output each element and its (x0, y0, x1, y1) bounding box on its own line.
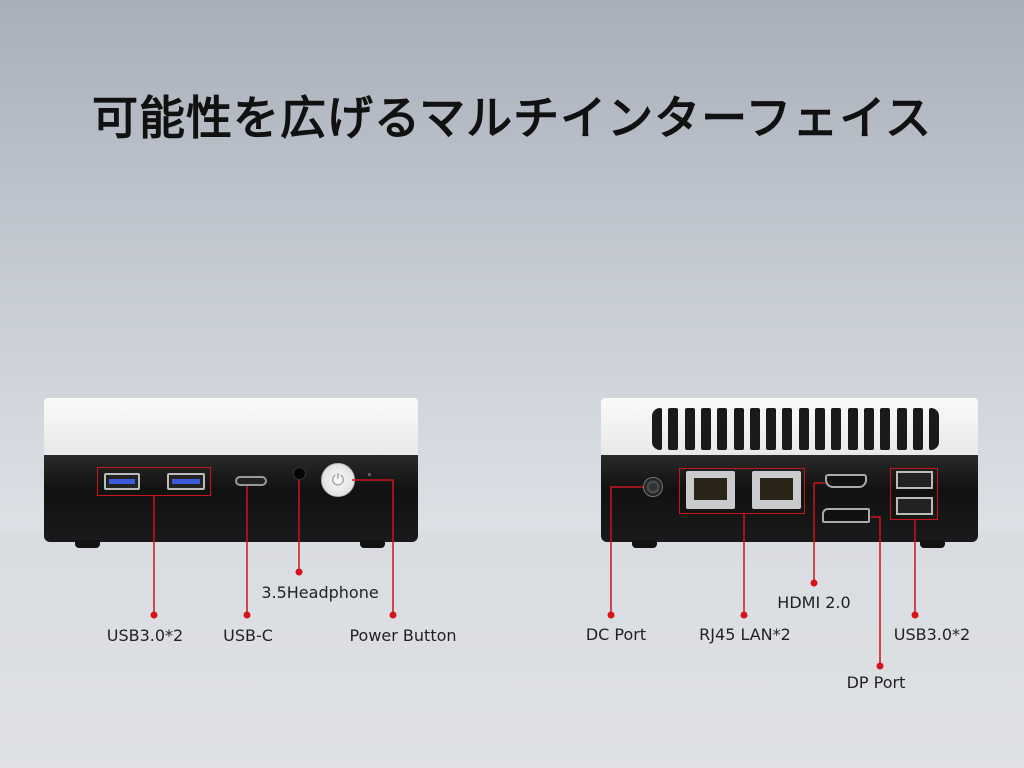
label-hdmi: HDMI 2.0 (777, 593, 851, 612)
vent-slot (880, 408, 891, 450)
label-front-usb: USB3.0*2 (106, 626, 184, 645)
vent-slot (929, 408, 940, 450)
vent-slot (847, 408, 858, 450)
vent-slot (863, 408, 874, 450)
callout-line (352, 479, 394, 614)
foot (75, 540, 100, 548)
vent-slot (912, 408, 923, 450)
label-dp-port: DP Port (846, 673, 906, 692)
usb-highlight-box (97, 467, 211, 496)
label-rj45: RJ45 LAN*2 (699, 625, 791, 644)
callout-dot (911, 611, 919, 619)
usb-port (104, 473, 140, 490)
usb-port (167, 473, 205, 490)
callout-line (871, 516, 881, 665)
led-indicator (368, 473, 371, 476)
dc-jack (643, 477, 663, 497)
dp-port (822, 508, 870, 523)
callout-dot (607, 611, 615, 619)
callout-line (813, 482, 825, 582)
usb-highlight-box (890, 468, 938, 520)
power-icon: ⏻ (321, 463, 355, 497)
vent-slot (815, 408, 825, 450)
usb-port (896, 471, 933, 489)
usb-port (896, 497, 933, 515)
foot (920, 540, 945, 548)
rj45-port (686, 471, 735, 509)
vent-slot (717, 408, 728, 450)
vent-slot (733, 408, 744, 450)
headline: 可能性を広げるマルチインターフェイス (91, 91, 933, 145)
callout-dot (243, 611, 251, 619)
vent-slot (798, 408, 809, 450)
label-back-usb: USB3.0*2 (893, 625, 971, 644)
headphone-jack (293, 467, 306, 480)
label-power-button: Power Button (349, 626, 457, 645)
vent-slot (684, 408, 695, 450)
callout-line (610, 486, 643, 614)
label-usb-c: USB-C (223, 626, 273, 645)
callout-dot (740, 611, 748, 619)
rj45-highlight-box (679, 468, 805, 514)
vent-slot (831, 408, 842, 450)
callout-dot (150, 611, 158, 619)
label-dc-port: DC Port (585, 625, 647, 644)
front-top-cover (44, 398, 418, 456)
vent-slot (700, 408, 711, 450)
vent-slot (766, 408, 777, 450)
front-body (44, 455, 418, 542)
foot (360, 540, 385, 548)
callout-dot (876, 662, 884, 670)
vent-slot (782, 408, 793, 450)
callout-dot (810, 579, 818, 587)
vent-slot (668, 408, 679, 450)
foot (632, 540, 657, 548)
rj45-port (752, 471, 801, 509)
hdmi-port (825, 474, 867, 488)
vent-slot (652, 408, 662, 450)
usb-c-port (235, 476, 267, 486)
label-headphone: 3.5Headphone (261, 583, 379, 602)
vent-slot (749, 408, 760, 450)
vent-slot (896, 408, 907, 450)
callout-dot (295, 568, 303, 576)
callout-dot (389, 611, 397, 619)
